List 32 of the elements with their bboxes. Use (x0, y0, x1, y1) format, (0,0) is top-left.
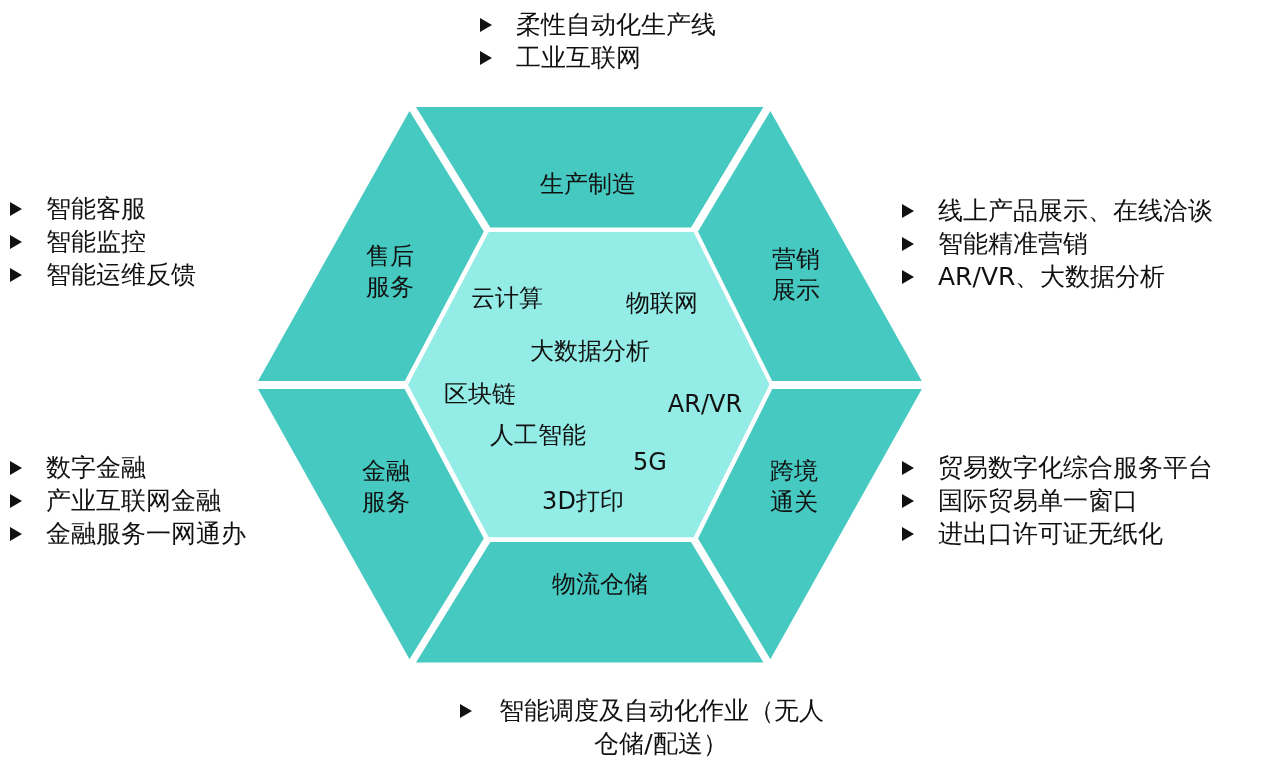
bullet-item: 进出口许可证无纸化 (900, 517, 1213, 550)
segment-label: 营销展示 (771, 243, 821, 306)
segment-label: 跨境通关 (769, 455, 819, 518)
technology-label: 人工智能 (490, 420, 586, 452)
technology-label: AR/VR (667, 389, 743, 421)
bullet-item: AR/VR、大数据分析 (900, 260, 1213, 293)
technology-label: 大数据分析 (530, 336, 650, 368)
bullet-item: 工业互联网 (478, 41, 716, 74)
technology-label: 区块链 (444, 379, 516, 411)
bullet-item: 产业互联网金融 (8, 484, 246, 517)
bullet-item: 智能精准营销 (900, 227, 1213, 260)
bullet-item: 贸易数字化综合服务平台 (900, 451, 1213, 484)
technology-label: 5G (633, 447, 667, 479)
technology-label: 3D打印 (542, 486, 624, 518)
hexagon-segment (416, 542, 764, 663)
bullet-item: 智能客服 (8, 192, 196, 225)
segment-label: 生产制造 (539, 169, 637, 201)
segment-label: 售后服务 (365, 240, 415, 303)
bullet-item: 数字金融 (8, 451, 246, 484)
segment-label: 金融服务 (361, 455, 411, 518)
technology-label: 物联网 (626, 288, 698, 320)
bullet-item: 柔性自动化生产线 (478, 8, 716, 41)
hexagon-segment (698, 111, 923, 382)
bullet-item: 智能监控 (8, 225, 196, 258)
bullet-item: 智能调度及自动化作业（无人仓储/配送） (458, 694, 826, 760)
bullet-item: 线上产品展示、在线洽谈 (900, 194, 1213, 227)
segment-label: 物流仓储 (551, 569, 649, 601)
bullet-item: 智能运维反馈 (8, 258, 196, 291)
hexagon-segment (416, 107, 764, 228)
bullet-item: 金融服务一网通办 (8, 517, 246, 550)
technology-label: 云计算 (471, 283, 543, 315)
bullet-item: 国际贸易单一窗口 (900, 484, 1213, 517)
